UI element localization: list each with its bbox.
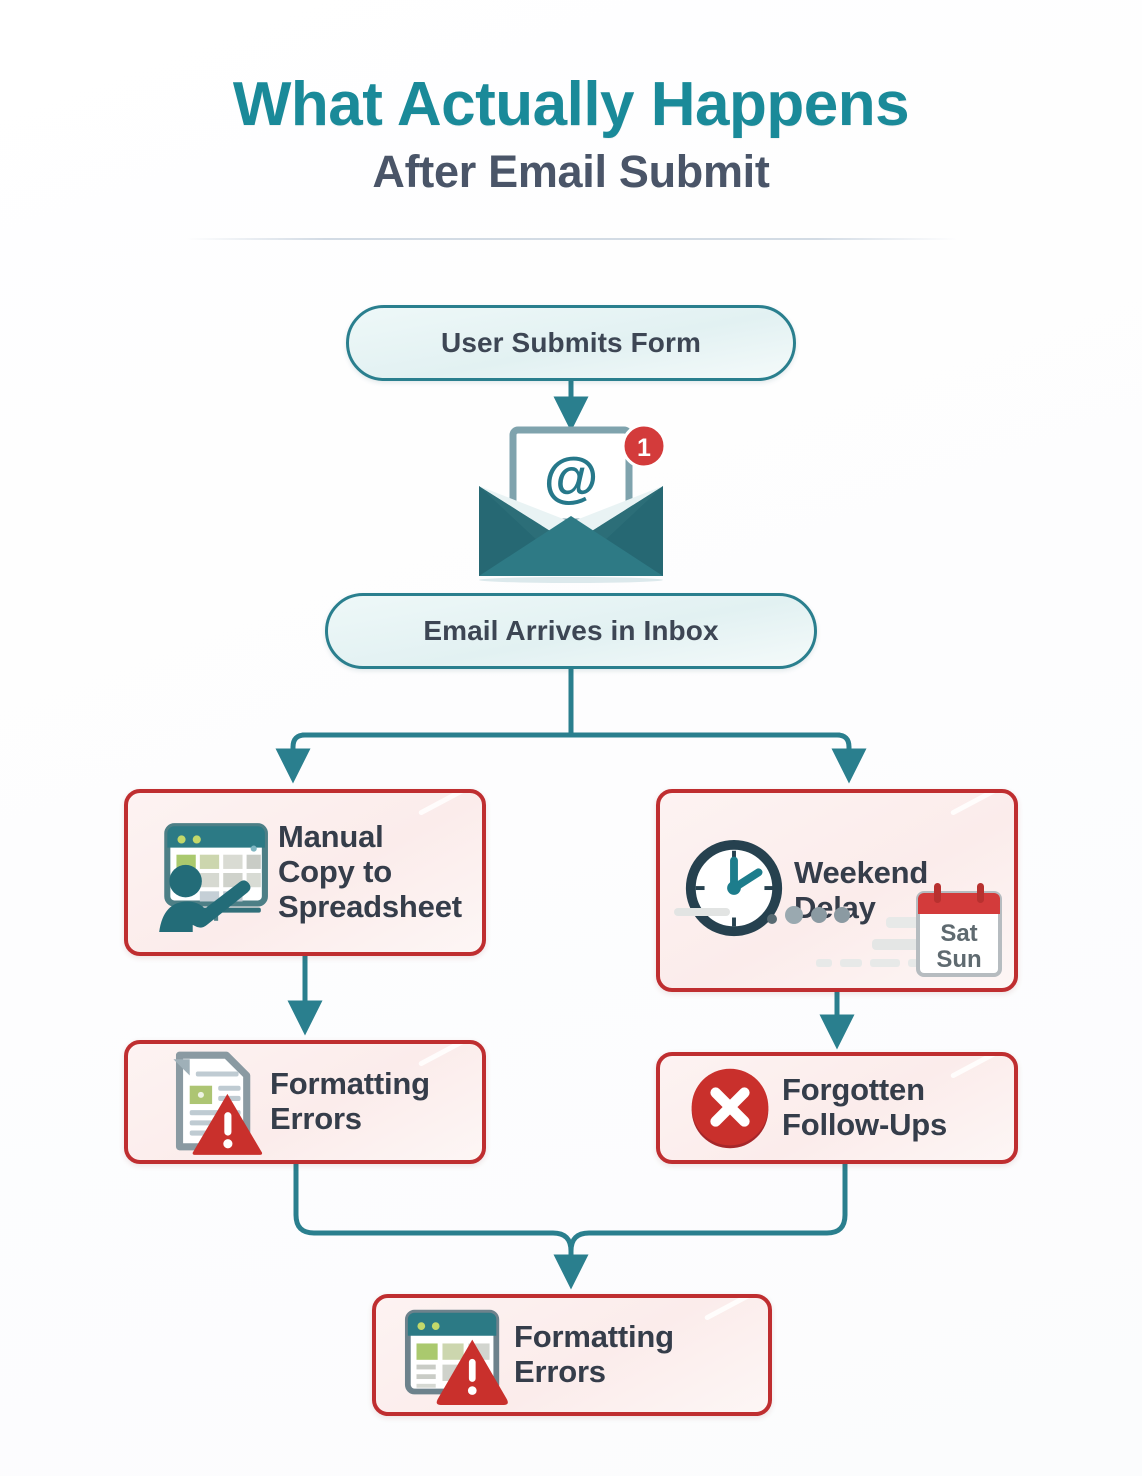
card-manual-copy-to-spreadsheet[interactable]: Manual Copy to Spreadsheet [124, 789, 486, 956]
node-label: User Submits Form [441, 327, 701, 358]
envelope-badge-count: 1 [637, 434, 651, 462]
node-user-submits-form[interactable]: User Submits Form [346, 305, 796, 381]
calendar-day-1: Sat [940, 920, 977, 947]
page-subtitle: After Email Submit [372, 146, 770, 198]
x-circle-icon [678, 1062, 782, 1154]
open-envelope-icon: @ 1 [479, 424, 667, 583]
card-label: Formatting Errors [270, 1067, 430, 1136]
edge-inbox-to-weekend [831, 732, 867, 784]
card-label-line-1: Weekend [794, 854, 929, 890]
card-formatting-errors-left[interactable]: Formatting Errors [124, 1040, 486, 1164]
edge-forgotten-to-bottom [568, 1164, 848, 1252]
clock-icon [674, 837, 794, 945]
card-label-line-2: Follow-Ups [782, 1107, 948, 1142]
card-label-line-2: Errors [270, 1101, 362, 1136]
card-formatting-errors-bottom[interactable]: Formatting Errors [372, 1294, 772, 1416]
node-label: Email Arrives in Inbox [423, 615, 719, 646]
title-divider [185, 238, 957, 240]
node-email-arrives-inbox[interactable]: Email Arrives in Inbox [325, 593, 817, 669]
card-label-line-2: Copy to [278, 854, 392, 890]
card-weekend-delay[interactable]: Weekend Delay Sat Sun [656, 789, 1018, 992]
card-label-line-1: Formatting [270, 1066, 430, 1102]
card-label-line-3: Spreadsheet [278, 888, 462, 924]
card-label-line-1: Formatting [514, 1319, 674, 1355]
page-title: What Actually Happens [232, 70, 910, 139]
card-label: Forgotten Follow-Ups [782, 1073, 947, 1142]
spreadsheet-person-icon [142, 812, 278, 934]
card-label-line-1: Forgotten [782, 1072, 925, 1108]
card-label-line-2: Errors [514, 1354, 606, 1389]
edge-formatting-to-bottom [293, 1164, 589, 1290]
document-warning-icon [142, 1049, 270, 1155]
svg-text:@: @ [544, 445, 599, 508]
edge-inbox-to-manual [275, 732, 311, 784]
spreadsheet-warning-icon [394, 1305, 514, 1405]
card-label: Formatting Errors [514, 1320, 674, 1389]
card-forgotten-follow-ups[interactable]: Forgotten Follow-Ups [656, 1052, 1018, 1164]
card-label: Weekend Delay [794, 854, 929, 925]
title-block: What Actually Happens After Email Submit [0, 72, 1142, 197]
card-label-line-1: Manual [278, 819, 384, 855]
calendar-day-2: Sun [936, 946, 981, 973]
card-label-line-2: Delay [794, 889, 876, 925]
card-label: Manual Copy to Spreadsheet [278, 820, 462, 924]
